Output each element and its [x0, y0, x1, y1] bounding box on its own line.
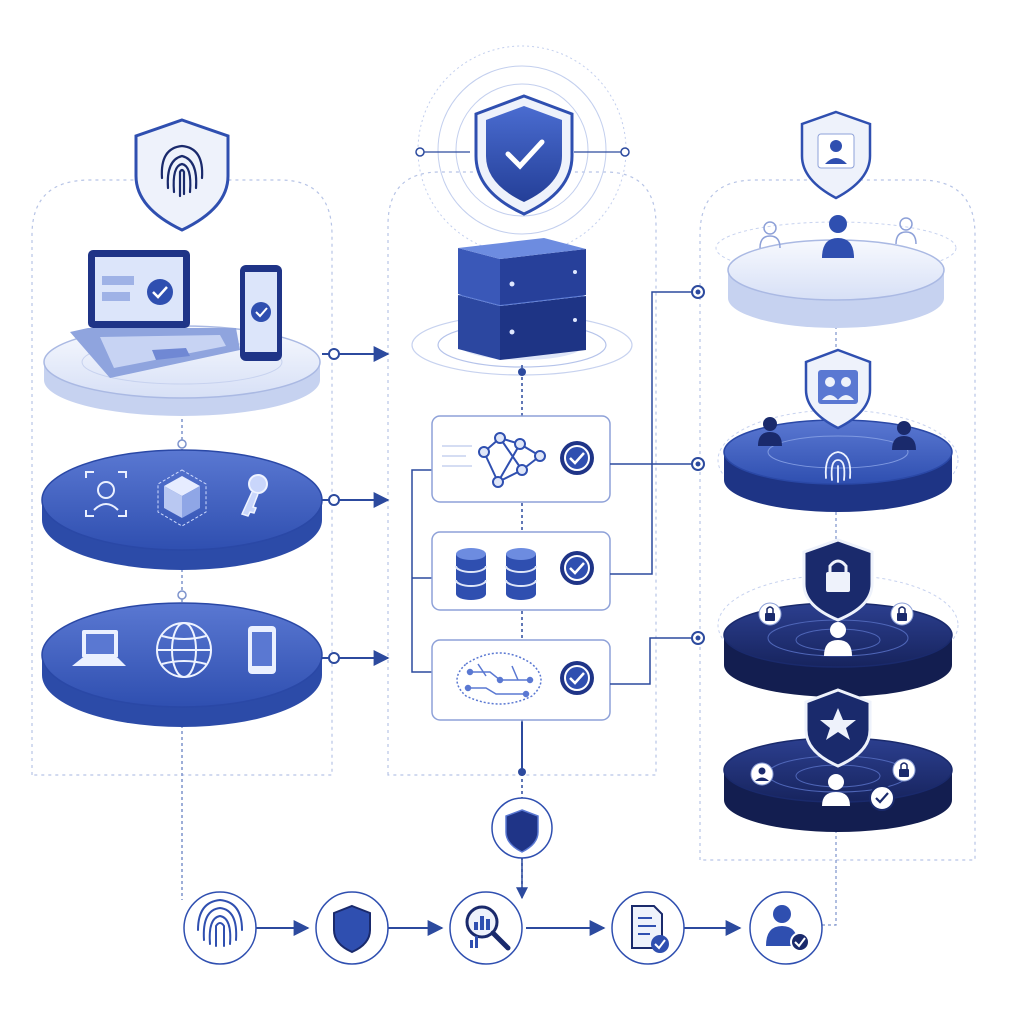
server-stack-icon — [411, 238, 633, 376]
column-containers — [31, 171, 976, 861]
user-outline-icon — [759, 217, 917, 249]
user-icon — [750, 762, 850, 806]
locked-tier — [717, 538, 959, 697]
ai-module — [431, 639, 611, 721]
fingerprint-shield-icon — [134, 118, 230, 232]
lock-shield-icon — [802, 538, 874, 622]
shield-icon — [491, 797, 553, 859]
devices-layer — [43, 250, 321, 416]
left-column — [41, 118, 390, 900]
face-id-icon — [85, 471, 127, 517]
fingerprint-step — [183, 891, 257, 965]
user-tier — [715, 110, 957, 328]
admin-tier — [723, 688, 953, 832]
group-shield-icon — [804, 348, 872, 430]
user-check-icon — [766, 905, 810, 952]
analysis-step — [449, 891, 523, 965]
document-check-icon — [631, 905, 669, 953]
check-circle-icon — [560, 551, 594, 585]
check-icon — [869, 785, 895, 811]
user-icon — [822, 215, 854, 258]
lock-icon — [758, 602, 914, 626]
magnifier-chart-icon — [465, 905, 511, 951]
circuit-brain-icon — [456, 652, 542, 705]
network-graph-icon — [478, 432, 546, 488]
key-icon — [240, 474, 268, 517]
lock-icon — [892, 758, 916, 782]
smartphone-check-icon — [240, 265, 282, 361]
check-circle-icon — [560, 661, 594, 695]
database-icon — [455, 548, 487, 600]
check-circle-icon — [560, 441, 594, 475]
middle-column-frame — [387, 171, 657, 776]
database-icon — [505, 548, 537, 600]
graph-module — [431, 415, 611, 503]
shield-step — [315, 891, 389, 965]
fingerprint-icon — [824, 451, 852, 483]
fingerprint-icon — [197, 898, 243, 947]
left-column-frame — [31, 179, 333, 776]
laptop-icon — [72, 630, 126, 666]
cube-icon — [157, 469, 207, 527]
network-layer — [41, 602, 323, 727]
user-shield-icon — [800, 110, 872, 200]
laptop-check-icon — [70, 250, 240, 378]
verified-user-step — [749, 891, 823, 965]
identity-methods-layer — [41, 449, 323, 570]
left-to-middle-connectors — [322, 346, 390, 666]
verification-flow — [183, 891, 823, 965]
middle-column — [411, 45, 705, 900]
database-module — [431, 531, 611, 611]
shield-icon — [333, 904, 371, 954]
globe-icon — [156, 622, 212, 678]
user-icon — [758, 417, 916, 450]
group-tier — [717, 348, 959, 512]
shield-check-icon — [415, 45, 630, 255]
middle-to-right-connectors — [610, 285, 705, 685]
user-icon — [824, 622, 852, 656]
tablet-icon — [248, 626, 276, 674]
right-column — [715, 110, 959, 926]
star-shield-icon — [804, 688, 872, 768]
document-step — [611, 891, 685, 965]
